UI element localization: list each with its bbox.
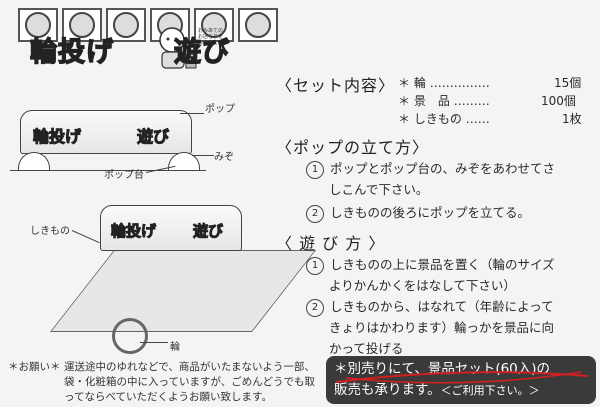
mat-label: しきもの	[30, 226, 70, 237]
title-part1: 輪投げ	[29, 36, 114, 68]
crest-stamp	[18, 8, 58, 42]
crest-stamp	[106, 8, 146, 42]
content-item: ＊ しきもの ……	[398, 112, 490, 126]
howto-heading: 〈 遊 び 方 〉	[276, 234, 386, 253]
pop-board-on-mat: 輪投げ 遊び	[100, 205, 242, 251]
contents-heading: 〈セット内容〉	[276, 76, 396, 95]
mat-pop-text-2: 遊び	[192, 222, 224, 241]
ring-leader	[140, 342, 168, 343]
pop-stand-left	[18, 152, 50, 171]
title-banner: おみあての お店らりを もあしてね	[14, 2, 278, 72]
slit-leader	[192, 155, 214, 156]
mat-pop-text-1: 輪投げ	[110, 222, 157, 241]
slit-label: みぞ	[214, 152, 234, 163]
setup-heading: 〈ポップの立て方〉	[276, 138, 430, 157]
content-qty: 15個	[554, 76, 582, 90]
pop-text-2: 遊び	[136, 127, 170, 147]
crest-stamp	[194, 8, 234, 42]
mascot-illustration	[159, 27, 197, 69]
mat-leader	[71, 230, 100, 244]
promo-line-2: 販売も承ります。＜ご利用下さい。＞	[334, 382, 540, 398]
content-qty: 1枚	[562, 112, 582, 126]
content-item: ＊ 景 品 ………	[398, 94, 490, 108]
title-speech-note: おみあての お店らりを もあしてね	[198, 28, 224, 46]
promo-banner: ＊別売りにて、景品セット(60入)の 販売も承ります。＜ご利用下さい。＞	[326, 356, 596, 404]
ring-label: 輪	[170, 342, 180, 353]
pop-label: ポップ	[205, 104, 235, 115]
title-part2: 遊び	[173, 36, 230, 68]
pop-board: 輪投げ 遊び	[20, 110, 192, 154]
notice-block: ＊お願い＊ 運送途中のゆれなどで、商品がいたまないよう一部、袋・化粧箱の中に入っ…	[8, 360, 320, 405]
crest-stamp	[238, 8, 278, 42]
pop-text-1: 輪投げ	[32, 127, 82, 147]
notice-label: ＊お願い＊	[8, 361, 61, 373]
strike-through-lines	[335, 371, 589, 384]
mat-shape	[50, 250, 317, 332]
crest-stamp	[62, 8, 102, 42]
content-item: ＊ 輪 ……………	[398, 76, 490, 90]
ring-illustration	[112, 318, 148, 354]
pop-leader	[180, 113, 204, 114]
content-qty: 100個	[541, 94, 576, 108]
notice-text: 運送途中のゆれなどで、商品がいたまないよう一部、袋・化粧箱の中に入っていますが、…	[64, 361, 315, 403]
stand-label: ポップ台	[104, 170, 144, 181]
ground-line	[10, 170, 206, 171]
